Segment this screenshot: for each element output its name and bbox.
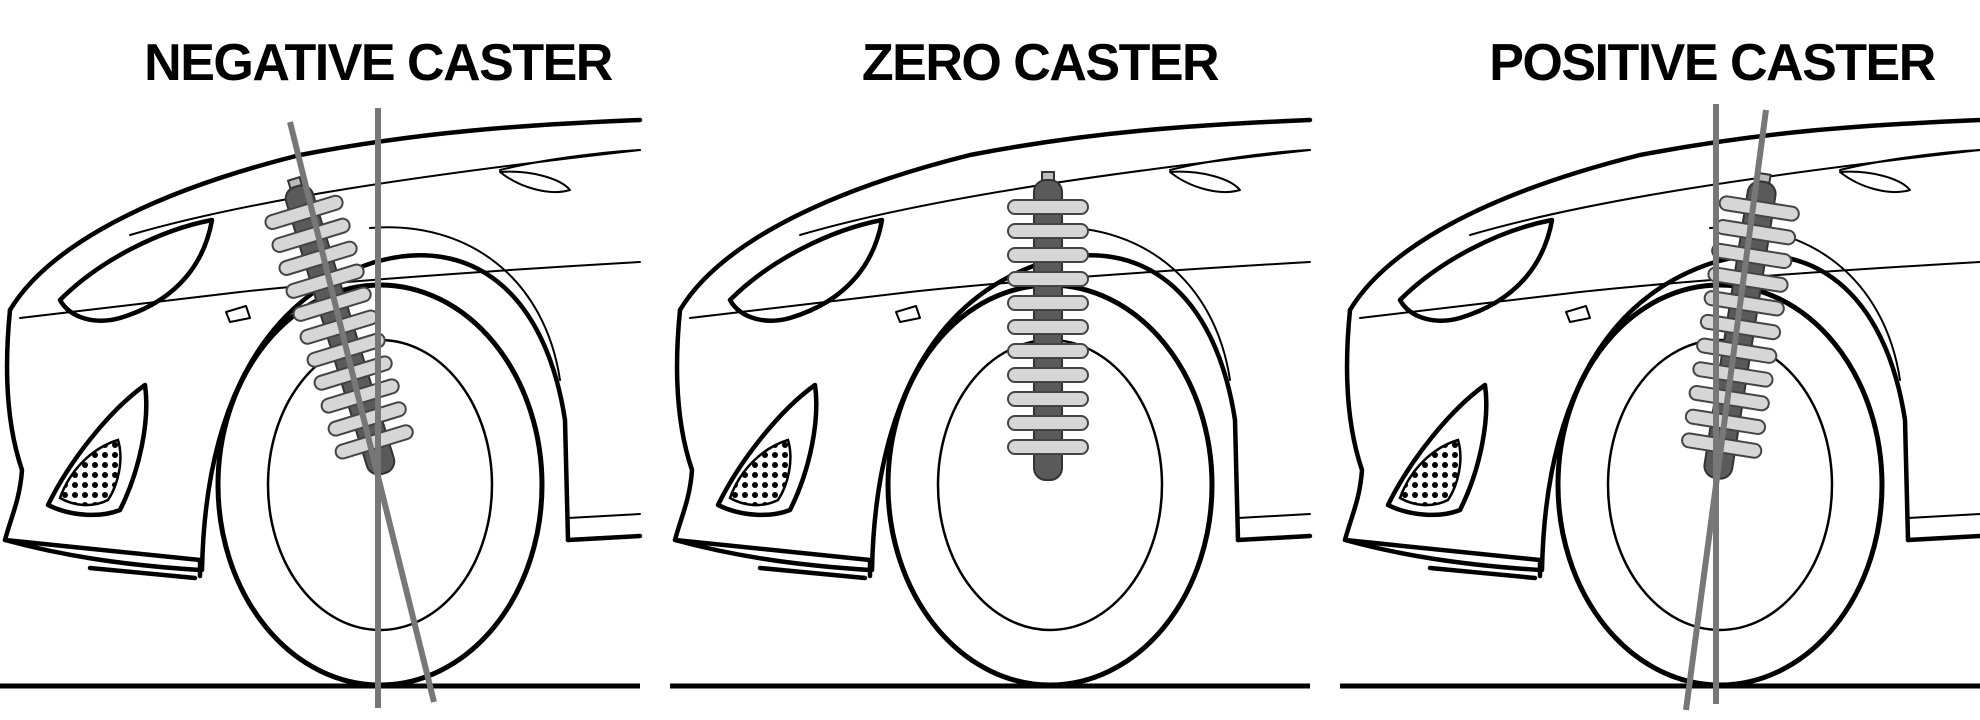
spring-coil (1699, 313, 1782, 341)
spring-coil (1711, 242, 1793, 270)
spring-coil (1007, 415, 1089, 431)
spring-coil (1007, 367, 1089, 383)
spring-coil (1007, 391, 1089, 407)
panel-negative-caster: NEGATIVE CASTER (5, 34, 640, 708)
panel-title-zero: ZERO CASTER (862, 34, 1219, 92)
spring-coil (1703, 290, 1785, 317)
spring-coil (1707, 266, 1789, 293)
spring-coil (1007, 199, 1089, 215)
spring-coil (264, 194, 344, 231)
panel-zero-caster: ZERO CASTER (675, 34, 1310, 685)
steering-axis-line-negative (287, 121, 437, 703)
car-front-positive (1345, 120, 1980, 685)
panel-title-negative: NEGATIVE CASTER (144, 34, 613, 92)
spring-coil (1007, 247, 1089, 263)
spring-coil (271, 217, 351, 253)
steering-axis-line-positive (1683, 109, 1769, 711)
spring-coil (278, 240, 358, 276)
spring-coil (1007, 223, 1089, 239)
spring-coil (1007, 295, 1089, 311)
panel-positive-caster: POSITIVE CASTER (1345, 34, 1980, 711)
spring-coil (1007, 271, 1089, 287)
spring-coil (1007, 439, 1089, 455)
car-front-zero (675, 120, 1310, 685)
spring-coil (1007, 343, 1089, 359)
panel-title-positive: POSITIVE CASTER (1489, 34, 1936, 92)
spring-coil (285, 263, 365, 299)
coilover-zero (1007, 171, 1089, 481)
spring-coil (1007, 319, 1089, 335)
spring-coil (1718, 195, 1800, 222)
